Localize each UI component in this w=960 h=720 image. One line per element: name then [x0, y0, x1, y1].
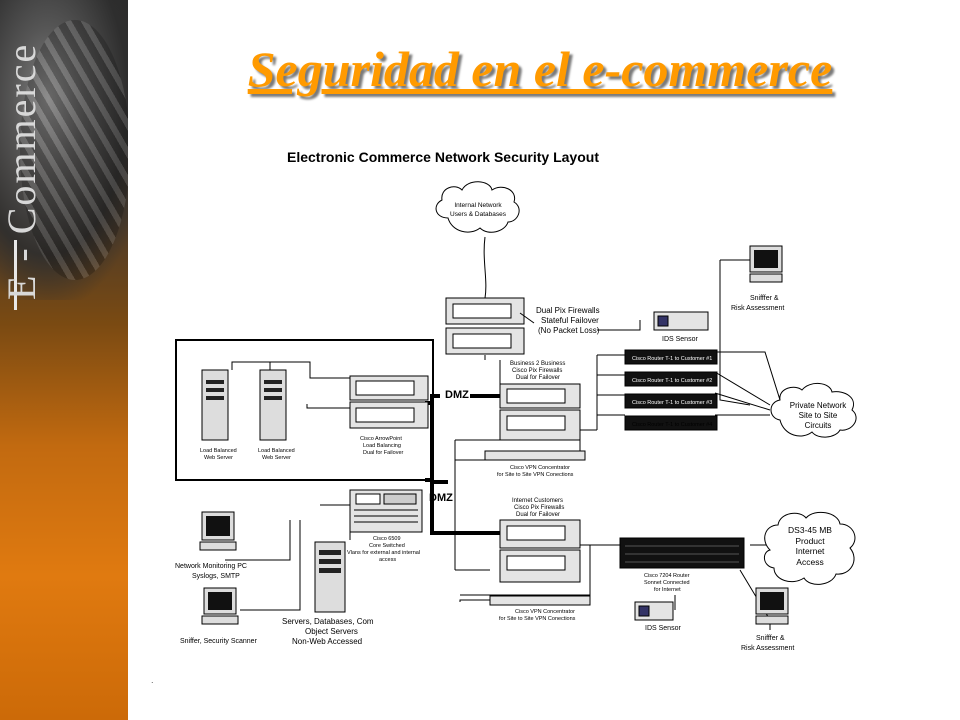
label-7204b: Sonnet Connected [644, 580, 690, 586]
label-pix2: Stateful Failover [541, 316, 599, 325]
label-ds3: Internet [796, 546, 825, 556]
sidebar-line [14, 240, 17, 310]
label-sw4: access [379, 557, 396, 563]
label-r2: Cisco Router T-1 to Customer #2 [632, 378, 712, 384]
label-sw3: Vlans for external and internal [347, 550, 420, 556]
label-b2b2: Cisco Pix Firewalls [512, 368, 562, 374]
label-b2b1: Business 2 Business [510, 361, 565, 367]
ds3-cloud: DS3-45 MB Product Internet Access [764, 511, 856, 585]
core-switch: Cisco 6509 Core Switched Vlans for exter… [347, 489, 423, 563]
label-pn2: Site to Site [799, 411, 838, 420]
ids-sensor-bottom: IDS Sensor [634, 601, 681, 632]
diagram-title: Electronic Commerce Network Security Lay… [287, 149, 599, 165]
label-vpn1a: Cisco VPN Concentrator [510, 465, 570, 471]
label-sn2: Risk Assessment [731, 305, 784, 312]
label-ws2b: Web Server [262, 455, 291, 461]
dmz-thick-lines [425, 394, 500, 535]
globe-texture [20, 20, 128, 280]
label-ws1b: Web Server [204, 455, 233, 461]
label-sw1: Cisco 6509 [373, 536, 401, 542]
label-pn3: Circuits [805, 421, 832, 430]
sniffer-scanner-pc: Sniffer, Security Scanner [180, 587, 258, 645]
label-ss: Sniffer, Security Scanner [180, 638, 258, 645]
label-ds4: Access [796, 557, 823, 567]
ids-sensor-top: IDS Sensor [653, 311, 709, 343]
label-ids1: IDS Sensor [662, 336, 698, 343]
label-pn1: Private Network [790, 401, 847, 410]
label-ap2: Load Balancing [363, 443, 401, 449]
connection-lines [225, 236, 781, 630]
vpn-concentrator-bottom: Cisco VPN Concentrator for Site to Site … [489, 595, 591, 622]
label-vpn1b: for Site to Site VPN Conections [497, 472, 574, 478]
private-network-cloud: Private Network Site to Site Circuits [770, 383, 857, 438]
label-ws2a: Load Balanced [258, 448, 295, 454]
label-ws1a: Load Balanced [200, 448, 237, 454]
sniffer-top: Snifffer & Risk Assessment [731, 245, 784, 312]
network-diagram: Electronic Commerce Network Security Lay… [175, 149, 857, 652]
dual-pix-firewalls: Dual Pix Firewalls Stateful Failover (No… [445, 297, 600, 355]
label-inet2: Users & Databases [450, 211, 507, 218]
network-monitoring-pc: Network Monitoring PC Syslogs, SMTP [175, 511, 247, 580]
label-ds2: Product [795, 536, 825, 546]
label-ds1: DS3-45 MB [788, 525, 832, 535]
label-7204c: for Internet [654, 587, 681, 593]
b2b-firewall: Business 2 Business Cisco Pix Firewalls … [499, 361, 581, 441]
label-pix1: Dual Pix Firewalls [536, 306, 600, 315]
label-ids2: IDS Sensor [645, 625, 681, 632]
footer-mark: . [151, 675, 154, 685]
label-ap3: Dual for Failover [363, 450, 404, 456]
label-sv2: Object Servers [305, 627, 358, 636]
label-7204a: Cisco 7204 Router [644, 573, 690, 579]
sniffer-bottom: Snifffer & Risk Assessment [741, 587, 794, 652]
label-b2b3: Dual for Failover [516, 375, 560, 381]
dmz-label-1: DMZ [445, 389, 469, 401]
internal-network-cloud: Internal Network Users & Databases [435, 181, 520, 233]
slide-title: Seguridad en el e-commerce [247, 41, 833, 97]
label-nm1: Network Monitoring PC [175, 563, 247, 570]
label-vpn2a: Cisco VPN Concentrator [515, 609, 575, 615]
label-sn3: Snifffer & [756, 635, 785, 642]
label-sv1: Servers, Databases, Com [282, 617, 374, 626]
label-pix3: (No Packet Loss) [538, 326, 600, 335]
vpn-concentrator-top: Cisco VPN Concentrator for Site to Site … [484, 450, 586, 478]
globe-image [0, 0, 128, 300]
router-stack: Cisco Router T-1 to Customer #1 Cisco Ro… [624, 349, 718, 431]
label-ap1: Cisco ArrowPoint [360, 436, 402, 442]
server-tower: Servers, Databases, Com Object Servers N… [282, 541, 374, 646]
label-nm2: Syslogs, SMTP [192, 573, 240, 580]
label-sn4: Risk Assessment [741, 645, 794, 652]
label-inet1: Internal Network [454, 202, 502, 209]
label-sv3: Non-Web Accessed [292, 637, 362, 646]
sidebar-vertical-text: E - Commerce [0, 42, 44, 300]
internet-firewall: Internet Customers Cisco Pix Firewalls D… [499, 498, 581, 583]
label-vpn2b: for Site to Site VPN Conections [499, 616, 576, 622]
label-r4: Cisco Router T-1 to Customer #4 [632, 422, 712, 428]
label-sn1: Snifffer & [750, 295, 779, 302]
label-if1: Internet Customers [512, 498, 563, 504]
dmz-label-2: DMZ [429, 492, 453, 504]
label-r3: Cisco Router T-1 to Customer #3 [632, 400, 712, 406]
router-7204: Cisco 7204 Router Sonnet Connected for I… [619, 537, 745, 593]
dmz-zone: Load Balanced Web Server Load Balanced W… [175, 339, 434, 481]
label-if3: Dual for Failover [516, 512, 560, 518]
label-if2: Cisco Pix Firewalls [514, 505, 564, 511]
sidebar-decoration: E - Commerce [0, 0, 128, 720]
label-r1: Cisco Router T-1 to Customer #1 [632, 356, 712, 362]
label-sw2: Core Switched [369, 543, 405, 549]
